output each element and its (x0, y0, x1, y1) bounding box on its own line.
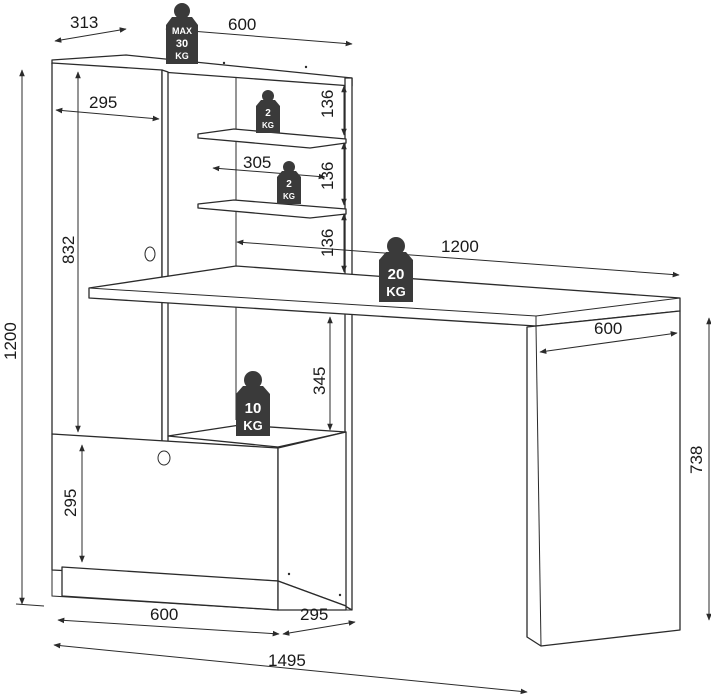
weight-desk-line2: KG (386, 284, 406, 299)
dim-drawer-height: 295 (61, 489, 80, 517)
base-outline (51, 570, 352, 611)
weight-icon-shelf-1: 2 KG (256, 90, 280, 133)
shelf-lower (197, 199, 347, 219)
weight-shelf-1-line2: KG (262, 121, 274, 130)
dim-base-depth: 295 (300, 605, 328, 624)
desk-leg (526, 310, 681, 647)
door-knob (144, 246, 156, 262)
weight-icon-top: MAX 30 KG (166, 3, 198, 64)
dim-desk-length: 1200 (441, 237, 479, 256)
dim-total-height: 1200 (1, 322, 20, 360)
weight-desk-line1: 20 (388, 266, 405, 283)
weight-shelf-2-line1: 2 (286, 179, 292, 190)
dim-top-inner-depth: 295 (89, 93, 117, 112)
desktop-front-edge (88, 287, 537, 317)
weight-icon-compartment: 10 KG (236, 371, 270, 436)
dimension-labels: 313 600 295 136 136 136 305 832 1200 600… (1, 13, 706, 670)
weight-icon-desk: 20 KG (379, 237, 413, 302)
partition-panel (161, 69, 169, 447)
weight-shelf-1-line1: 2 (265, 108, 271, 119)
weight-shelf-2-line2: KG (283, 192, 295, 201)
dim-open-compartment: 345 (310, 367, 329, 395)
dim-desk-height: 738 (687, 446, 706, 474)
weight-compartment-line2: KG (243, 418, 263, 433)
dimension-lines (15, 26, 711, 695)
dim-top-width: 600 (228, 15, 256, 34)
weight-top-line3: KG (175, 51, 189, 61)
weight-compartment-line1: 10 (245, 400, 262, 417)
dim-top-depth: 313 (70, 13, 98, 32)
weight-top-line1: MAX (172, 26, 192, 36)
dim-shelf-gap-3: 136 (318, 229, 337, 257)
dim-door-height: 832 (59, 236, 78, 264)
weight-icon-shelf-2: 2 KG (277, 161, 301, 204)
dim-total-width: 1495 (268, 651, 306, 670)
drawer-knob (157, 450, 171, 466)
drawer-side (277, 431, 347, 607)
dim-base-width: 600 (150, 605, 178, 624)
weight-top-line2: 30 (176, 38, 188, 50)
dim-desk-depth: 600 (594, 319, 622, 338)
dim-shelf-gap-2: 136 (318, 162, 337, 190)
dim-shelf-gap-1: 136 (318, 90, 337, 118)
dim-shelf-depth: 305 (243, 153, 271, 172)
